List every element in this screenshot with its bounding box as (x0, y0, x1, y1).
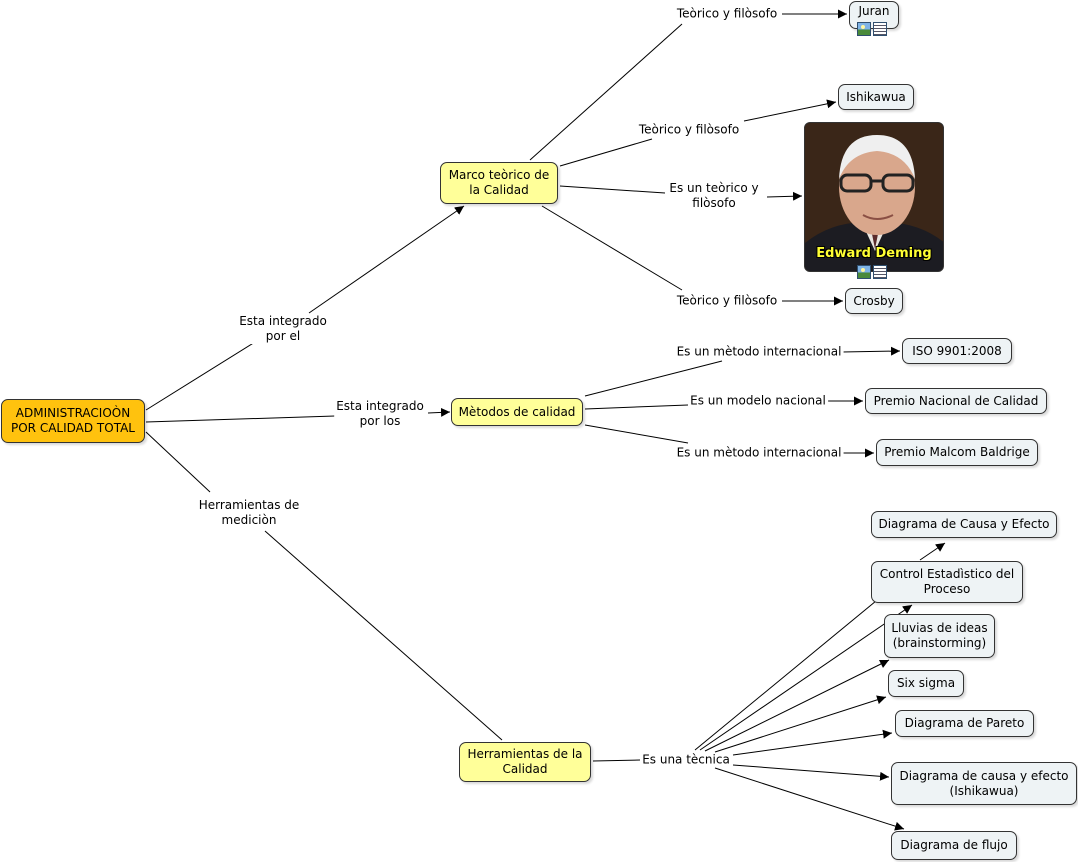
link-root-integrado-el (145, 341, 256, 411)
concept-control-estadistico[interactable]: Control Estadìstico del Proceso (871, 561, 1023, 603)
link-tecnica-six-sigma (714, 695, 887, 753)
concept-ishikawua[interactable]: Ishikawua (838, 84, 914, 110)
link-label-teorico-crosby[interactable]: Teòrico y filòsofo (674, 293, 780, 309)
concept-diagrama-flujo[interactable]: Diagrama de flujo (891, 831, 1017, 860)
concept-diagrama-causa-efecto[interactable]: Diagrama de Causa y Efecto (871, 511, 1057, 538)
link-label-integrado-el[interactable]: Esta integrado por el (237, 314, 329, 344)
concept-administracion-calidad-total[interactable]: ADMINISTRACIOÒN POR CALIDAD TOTAL (1, 399, 145, 443)
link-tecnica-control (694, 600, 877, 751)
image-resource-icon[interactable] (857, 22, 871, 36)
document-resource-icon[interactable] (873, 265, 887, 279)
link-integrado-los-metodos (427, 407, 451, 417)
link-tecnica-control-arrow (699, 604, 913, 751)
link-metodos-metodo-int-1 (584, 360, 723, 397)
concept-six-sigma[interactable]: Six sigma (888, 670, 964, 697)
concept-herramientas-calidad[interactable]: Herramientas de la Calidad (459, 742, 591, 782)
concept-crosby[interactable]: Crosby (845, 288, 903, 314)
concept-premio-malcom[interactable]: Premio Malcom Baldrige (876, 439, 1038, 466)
link-label-teorico-juran[interactable]: Teòrico y filòsofo (674, 6, 780, 22)
link-tecnica-causa-efecto (919, 542, 946, 561)
link-label-metodo-internacional-2[interactable]: Es un mètodo internacional (674, 445, 844, 461)
link-tecnica-causa-ishikawua (732, 764, 890, 781)
link-herramientas-tecnica (592, 759, 641, 762)
link-metodos-modelo-nacional (584, 404, 689, 410)
link-metodos-metodo-int-2 (584, 424, 689, 444)
link-label-metodo-internacional-1[interactable]: Es un mètodo internacional (674, 344, 844, 360)
concept-metodos-calidad[interactable]: Mètodos de calidad (451, 398, 583, 426)
link-integrado-el-marco (308, 205, 465, 314)
link-medicion-herramientas (264, 530, 503, 741)
concept-diagrama-causa-efecto-ishikawua[interactable]: Diagrama de causa y efecto (Ishikawua) (891, 762, 1077, 805)
link-root-integrado-los (145, 415, 336, 423)
link-marco-deming-label (559, 185, 666, 194)
concept-marco-teorico[interactable]: Marco teòrico de la Calidad (440, 162, 558, 204)
concept-iso-9901[interactable]: ISO 9901:2008 (902, 338, 1012, 364)
concept-lluvias-ideas[interactable]: Lluvias de ideas (brainstorming) (884, 614, 995, 658)
link-label-tecnica[interactable]: Es una tècnica (640, 752, 732, 768)
deming-caption: Edward Deming (816, 246, 932, 261)
link-tecnica-pareto (732, 729, 893, 756)
link-label-integrado-los[interactable]: Esta integrado por los (334, 399, 426, 429)
document-resource-icon[interactable] (873, 22, 887, 36)
link-marco-crosby-label (541, 205, 683, 291)
link-metodo-int-1-iso (841, 346, 901, 356)
deming-resources[interactable] (857, 265, 887, 279)
link-tecnica-lluvias (704, 659, 890, 752)
link-label-teorico-ishikawua[interactable]: Teòrico y filòsofo (636, 122, 742, 138)
link-marco-ishikawua-label (559, 138, 653, 167)
link-label-teorico-deming[interactable]: Es un teòrico y filòsofo (667, 181, 761, 211)
link-label-modelo-nacional[interactable]: Es un modelo nacional (688, 393, 828, 409)
image-resource-icon[interactable] (857, 265, 871, 279)
link-ishikawua-label-ishikawua (743, 99, 837, 122)
concept-premio-nacional[interactable]: Premio Nacional de Calidad (865, 388, 1047, 414)
link-tecnica-flujo (714, 767, 905, 831)
juran-resources[interactable] (857, 22, 887, 36)
deming-photo[interactable]: Edward Deming (804, 122, 944, 272)
deming-portrait (805, 123, 943, 271)
link-label-herramientas-medicion[interactable]: Herramientas de mediciòn (196, 498, 302, 528)
link-deming-label-deming (766, 191, 803, 201)
concept-diagrama-pareto[interactable]: Diagrama de Pareto (895, 710, 1034, 737)
link-root-herramientas-medicion (145, 431, 211, 493)
link-marco-juran-label (529, 23, 683, 161)
